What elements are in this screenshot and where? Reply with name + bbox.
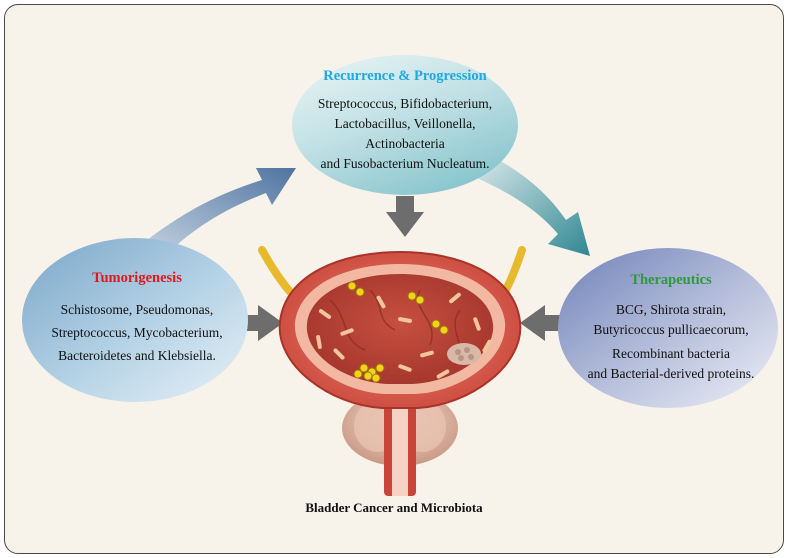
therapeutics-line: and Bacterial-derived proteins.: [587, 366, 755, 381]
therapeutics-line: BCG, Shirota strain,: [615, 302, 727, 317]
arrow-recurrence-to-therapeutics: [470, 150, 590, 256]
tumorigenesis-line: Schistosome, Pseudomonas,: [60, 302, 214, 317]
arrow-therapeutics-to-bladder: [520, 305, 563, 341]
recurrence-text: Recurrence & Progression Streptococcus, …: [300, 66, 510, 174]
recurrence-bubble: [292, 55, 518, 195]
therapeutics-title: Therapeutics: [630, 272, 712, 288]
tumorigenesis-line: Bacteroidetes and Klebsiella.: [58, 348, 216, 363]
arrow-tumorigenesis-to-bladder: [240, 305, 283, 341]
therapeutics-bubble: [558, 248, 778, 408]
therapeutics-line: Butyricoccus pullicaecorum,: [593, 322, 749, 337]
recurrence-line: Lactobacillus, Veillonella,: [334, 116, 476, 131]
recurrence-line: and Fusobacterium Nucleatum.: [320, 156, 490, 171]
arrow-recurrence-to-bladder: [386, 196, 424, 237]
tumorigenesis-title: Tumorigenesis: [92, 270, 182, 286]
tumorigenesis-bubble: [22, 238, 248, 402]
tumorigenesis-line: Streptococcus, Mycobacterium,: [51, 325, 223, 340]
bladder-illustration: [258, 246, 526, 496]
recurrence-line: Actinobacteria: [365, 136, 445, 151]
recurrence-title: Recurrence & Progression: [323, 68, 487, 84]
tumorigenesis-text: Tumorigenesis Schistosome, Pseudomonas, …: [32, 268, 242, 366]
therapeutics-line: Recombinant bacteria: [611, 346, 731, 361]
therapeutics-text: Therapeutics BCG, Shirota strain, Butyri…: [566, 270, 776, 384]
figure-caption: Bladder Cancer and Microbiota: [305, 500, 483, 515]
recurrence-line: Streptococcus, Bifidobacterium,: [317, 96, 493, 111]
